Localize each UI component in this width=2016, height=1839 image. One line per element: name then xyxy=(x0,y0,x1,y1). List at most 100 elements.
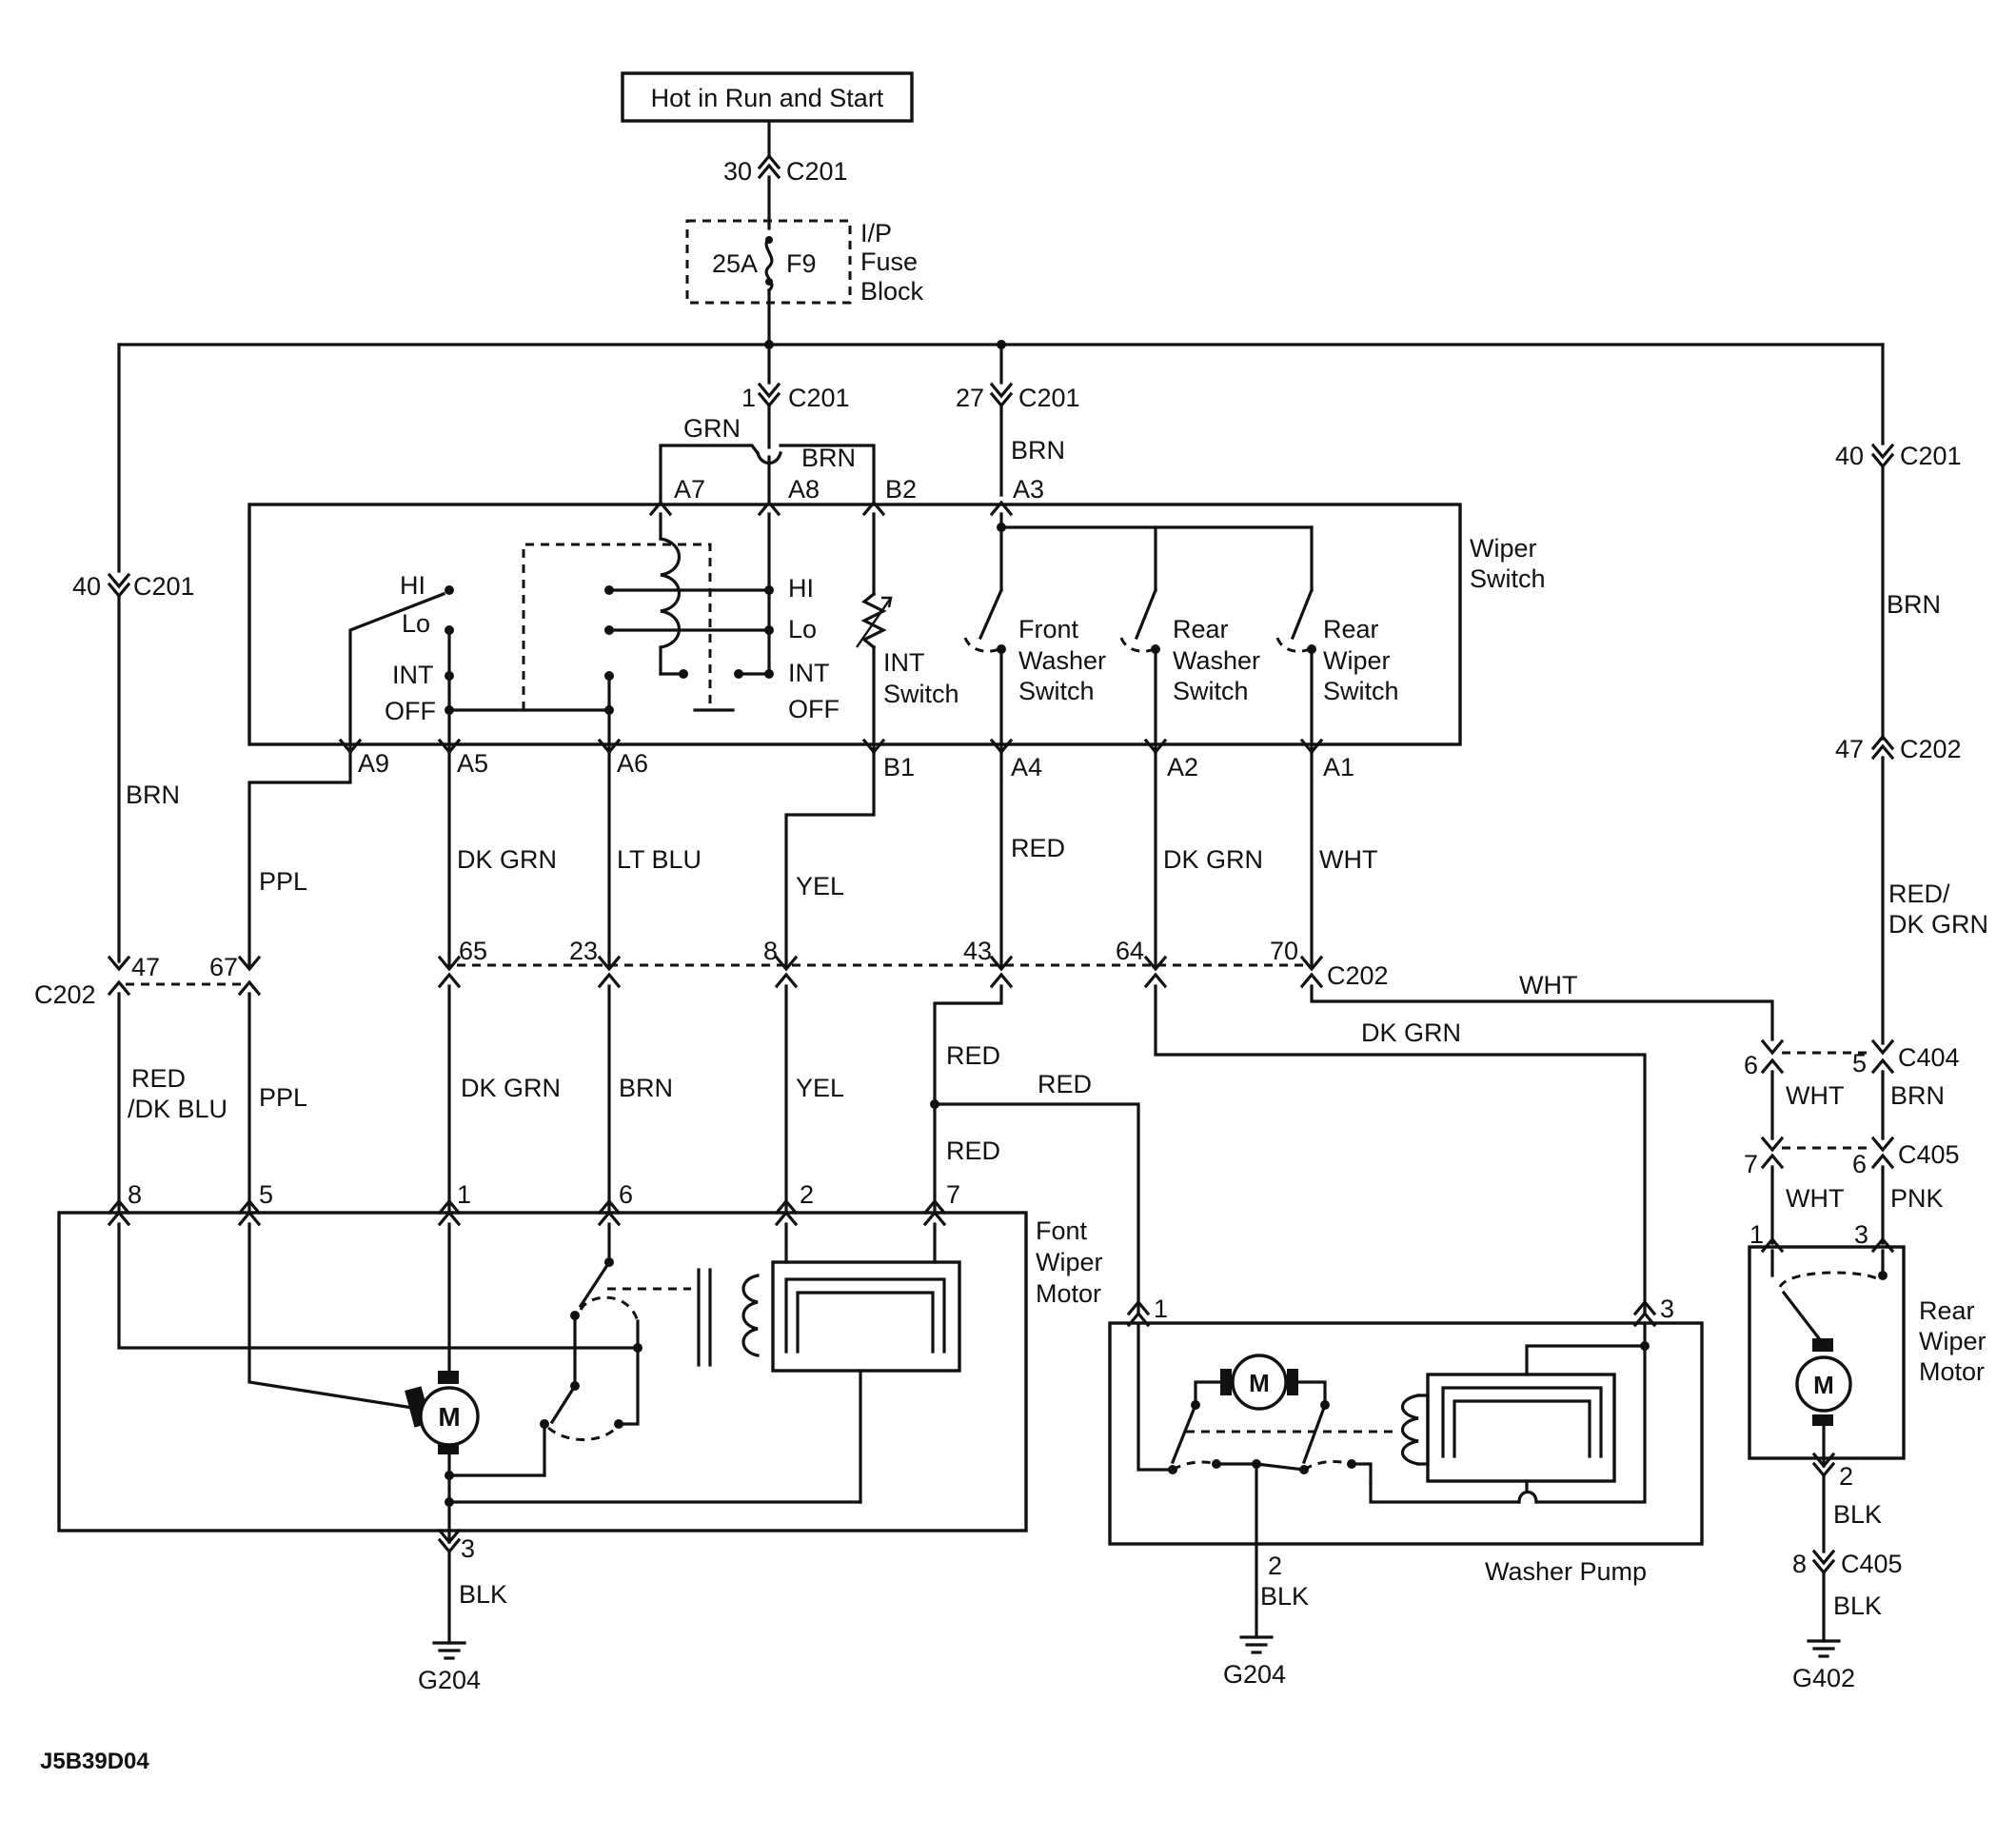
pin-a2: A2 xyxy=(1167,753,1198,781)
ground-symbol-g204-pump xyxy=(1239,1635,1274,1654)
connector-c201-pin1 xyxy=(757,382,781,408)
rear-wiper-sw-2: Wiper xyxy=(1323,646,1391,675)
washer-pump-motor: M xyxy=(1220,1354,1298,1411)
wire-brn-right: BRN xyxy=(1887,590,1941,619)
fuse-block-label-1: I/P xyxy=(860,219,892,247)
rear-pin-1: 1 xyxy=(1749,1220,1764,1249)
c201-right-pin: 40 xyxy=(1835,442,1864,470)
washer-pump-title: Washer Pump xyxy=(1485,1557,1647,1586)
c202-left-name: C202 xyxy=(34,980,96,1009)
left-pos-int: INT xyxy=(392,661,434,689)
wire-dkgrn-lower: DK GRN xyxy=(461,1074,561,1102)
c405-pin-7: 7 xyxy=(1744,1150,1758,1178)
wire-dkgrn2-upper: DK GRN xyxy=(1163,845,1263,874)
c202-right-pin: 47 xyxy=(1835,735,1864,763)
front-motor-title-2: Wiper xyxy=(1036,1248,1103,1276)
pump-motor-symbol: M xyxy=(1249,1369,1270,1397)
wire-red-dkgrn-1: RED/ xyxy=(1888,880,1950,908)
rear-washer-3: Switch xyxy=(1173,677,1249,705)
figure-id: J5B39D04 xyxy=(40,1749,149,1774)
left-pos-hi: HI xyxy=(400,571,425,600)
ground-g402: G402 xyxy=(1792,1664,1855,1692)
wiper-switch-title-1: Wiper xyxy=(1470,534,1537,563)
power-source: Hot in Run and Start xyxy=(621,71,914,123)
c202-pin-47: 47 xyxy=(131,953,160,981)
washer-pump-box xyxy=(1108,1321,1704,1546)
c202-pin-23: 23 xyxy=(569,937,598,965)
int-switch-label-1: INT xyxy=(883,648,925,677)
wire-dkgrn-cross: DK GRN xyxy=(1361,1018,1461,1047)
rear-wiper-sw-1: Rear xyxy=(1323,615,1379,643)
right-pos-hi: HI xyxy=(788,574,814,603)
wire-blk-rear1: BLK xyxy=(1833,1500,1882,1529)
rear-motor-title-2: Wiper xyxy=(1919,1327,1986,1355)
wiper-switch-box xyxy=(247,503,1462,746)
rear-motor-pins xyxy=(1760,1236,1895,1254)
wire-yel-upper: YEL xyxy=(796,872,844,900)
washer-pump-pins xyxy=(1126,1299,1657,1328)
connector-c201-pin30 xyxy=(757,153,781,180)
c201-pin30-number: 30 xyxy=(723,157,752,186)
rear-wiper-motor-box xyxy=(1748,1245,1906,1460)
wire-red-lower1: RED xyxy=(946,1041,1000,1070)
front-pin-8: 8 xyxy=(128,1180,142,1209)
connector-c202-row xyxy=(107,955,1324,997)
wire-wht-upper: WHT xyxy=(1319,845,1377,874)
wire-yel-lower: YEL xyxy=(796,1074,844,1102)
connector-c405 xyxy=(1760,1136,1895,1170)
pump-ground-pin: 2 xyxy=(1268,1552,1282,1580)
c404-name: C404 xyxy=(1898,1043,1960,1072)
c405-name: C405 xyxy=(1898,1140,1960,1169)
wire-wht-c405: WHT xyxy=(1786,1184,1844,1213)
c202-pin-70: 70 xyxy=(1270,937,1298,965)
c202-pin-8: 8 xyxy=(763,937,778,965)
pin-a1: A1 xyxy=(1323,753,1354,781)
c201-pin1-name: C201 xyxy=(788,384,850,412)
int-switch-label-2: Switch xyxy=(883,680,959,708)
front-motor-title-3: Motor xyxy=(1036,1279,1101,1308)
pin-a7: A7 xyxy=(674,475,705,504)
pin-b1: B1 xyxy=(883,753,915,781)
fuse-block-label-2: Fuse xyxy=(860,247,918,276)
front-wiper-motor-box xyxy=(57,1211,1028,1532)
wire-ltblu-upper: LT BLU xyxy=(617,845,702,874)
pin-b2: B2 xyxy=(885,475,917,504)
connector-c405-bottom xyxy=(1811,1549,1836,1575)
connector-c201-right xyxy=(1870,443,1895,469)
wire-blk-rear2: BLK xyxy=(1833,1592,1882,1620)
c405-bottom-name: C405 xyxy=(1841,1550,1903,1578)
connector-c404 xyxy=(1760,1038,1895,1075)
front-washer-2: Washer xyxy=(1018,646,1106,675)
connector-c201-left xyxy=(107,572,131,599)
front-pin-1: 1 xyxy=(457,1180,471,1209)
pump-pin-1: 1 xyxy=(1154,1295,1168,1323)
ground-g204-front: G204 xyxy=(418,1666,481,1694)
ground-symbol-g402 xyxy=(1807,1639,1841,1658)
wire-brn-left: BRN xyxy=(126,781,180,809)
wire-pnk-c405: PNK xyxy=(1890,1184,1944,1213)
front-motor-title-1: Font xyxy=(1036,1216,1088,1245)
front-ground-pin: 3 xyxy=(461,1534,475,1563)
wire-brn-c404: BRN xyxy=(1890,1081,1945,1110)
left-pos-lo: Lo xyxy=(402,609,430,638)
pin-a9: A9 xyxy=(358,749,389,778)
pin-a5: A5 xyxy=(457,749,488,778)
rear-motor-symbol: M xyxy=(1813,1371,1834,1399)
c201-pin27-number: 27 xyxy=(956,384,984,412)
c201-pin1-number: 1 xyxy=(741,384,756,412)
front-pin-5: 5 xyxy=(259,1180,273,1209)
pin-a3: A3 xyxy=(1013,475,1044,504)
c202-row-name: C202 xyxy=(1327,961,1389,990)
wire-red-lower2: RED xyxy=(946,1137,1000,1165)
c202-right-name: C202 xyxy=(1900,735,1962,763)
front-motor-pins xyxy=(107,1198,947,1227)
wire-dkgrn-upper: DK GRN xyxy=(457,845,557,874)
wire-red-upper: RED xyxy=(1011,834,1065,862)
c201-pin27-name: C201 xyxy=(1018,384,1080,412)
connector-c201-pin27 xyxy=(989,382,1014,408)
c202-pin-67: 67 xyxy=(209,953,238,981)
rear-wiper-motor-m: M xyxy=(1795,1338,1852,1426)
wire-red-dkgrn-2: DK GRN xyxy=(1888,910,1988,939)
front-motor-symbol: M xyxy=(438,1402,460,1432)
